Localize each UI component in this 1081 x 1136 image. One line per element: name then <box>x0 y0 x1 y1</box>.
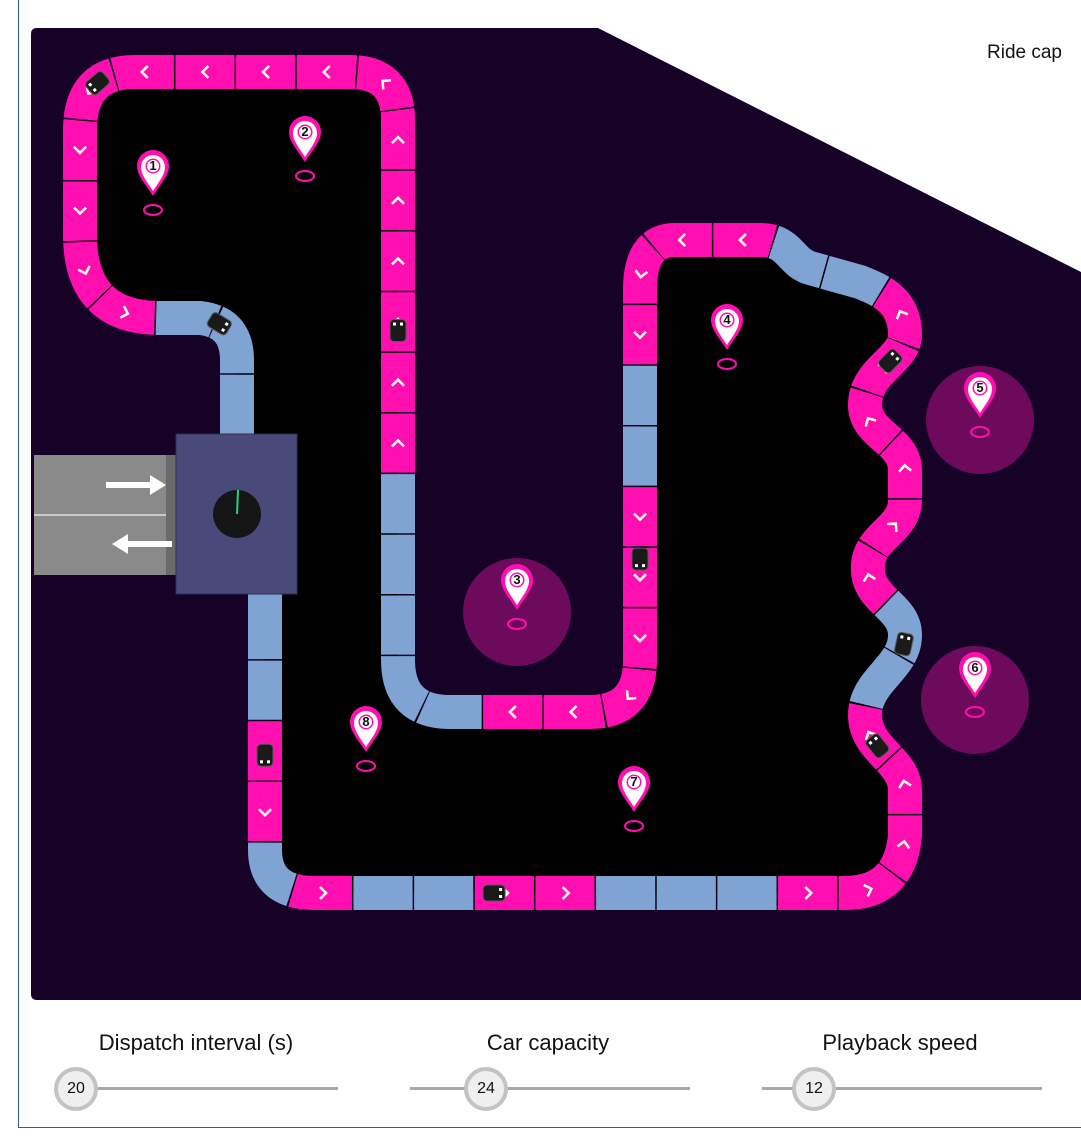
direction-chevron-icon <box>633 512 647 522</box>
playback-speed-label: Playback speed <box>822 1030 978 1055</box>
track-segment <box>63 55 923 910</box>
direction-chevron-icon <box>862 572 877 583</box>
direction-chevron-icon <box>738 233 747 247</box>
dispatch-interval-label: Dispatch interval (s) <box>98 1030 294 1055</box>
entry-exit-platform <box>34 455 178 575</box>
stop-target-ring <box>143 204 163 216</box>
stop-target-ring <box>970 426 990 438</box>
map-pin-icon[interactable]: 6 <box>959 652 991 698</box>
direction-chevron-icon <box>73 145 87 155</box>
direction-chevron-icon <box>677 233 687 247</box>
direction-chevron-icon <box>200 65 210 79</box>
direction-chevron-icon <box>321 65 331 79</box>
direction-chevron-icon <box>391 377 405 387</box>
map-pin-icon[interactable]: 4 <box>711 304 743 350</box>
playback-speed-slider[interactable]: Playback speed 12 <box>750 1030 1050 1120</box>
stop-target-ring <box>965 706 985 718</box>
stop-target-ring <box>295 170 315 182</box>
map-pin-icon[interactable]: 2 <box>289 116 321 162</box>
ride-car-icon <box>256 743 274 767</box>
direction-chevron-icon <box>258 808 272 818</box>
car-capacity-label: Car capacity <box>486 1030 610 1055</box>
map-pin-icon[interactable]: 8 <box>350 706 382 752</box>
stop-target-ring <box>507 618 527 630</box>
car-capacity-slider[interactable]: Car capacity 24 <box>398 1030 698 1120</box>
map-pin-icon[interactable]: 3 <box>501 564 533 610</box>
direction-chevron-icon <box>633 573 647 583</box>
stop-target-ring <box>356 760 376 772</box>
stop-zone <box>926 366 1034 474</box>
car-capacity-track[interactable] <box>410 1087 690 1090</box>
direction-chevron-icon <box>863 883 874 897</box>
ride-car-icon <box>482 884 506 902</box>
stop-target-ring <box>717 358 737 370</box>
stop-zone <box>463 558 571 666</box>
direction-chevron-icon <box>381 79 392 90</box>
stop-number: 8 <box>362 714 369 729</box>
ride-car-icon <box>631 547 649 571</box>
direction-chevron-icon <box>634 269 649 279</box>
direction-chevron-icon <box>625 690 637 701</box>
stop-number: 6 <box>971 660 978 675</box>
direction-chevron-icon <box>633 634 647 643</box>
direction-chevron-icon <box>633 330 647 340</box>
direction-chevron-icon <box>898 779 912 789</box>
dispatch-interval-slider[interactable]: Dispatch interval (s) 20 <box>46 1030 346 1120</box>
dispatch-interval-knob[interactable]: 20 <box>54 1067 98 1111</box>
direction-chevron-icon <box>261 65 270 79</box>
direction-chevron-icon <box>319 886 328 900</box>
direction-chevron-icon <box>561 886 571 900</box>
stop-number: 3 <box>513 572 520 587</box>
direction-chevron-icon <box>139 65 149 79</box>
direction-chevron-icon <box>508 705 517 719</box>
direction-chevron-icon <box>887 522 898 533</box>
stop-number: 4 <box>723 312 731 327</box>
direction-chevron-icon <box>864 416 877 427</box>
dispatch-timer-icon <box>213 489 261 538</box>
stop-target-ring <box>624 820 644 832</box>
map-pin-icon[interactable]: 1 <box>137 150 169 196</box>
simulation-frame <box>18 0 1081 1128</box>
direction-chevron-icon <box>804 886 814 900</box>
playback-speed-knob[interactable]: 12 <box>792 1067 836 1111</box>
direction-chevron-icon <box>895 309 909 320</box>
playback-speed-track[interactable] <box>762 1087 1042 1090</box>
direction-chevron-icon <box>391 195 405 205</box>
direction-chevron-icon <box>898 463 912 473</box>
exit-arrow-icon <box>112 534 172 554</box>
direction-chevron-icon <box>73 206 87 216</box>
direction-chevron-icon <box>77 265 91 276</box>
stop-markers: 1 2 3 4 5 6 7 8 <box>137 116 996 832</box>
dispatch-interval-track[interactable] <box>82 1087 338 1090</box>
map-pin-icon[interactable]: 5 <box>964 372 996 418</box>
ride-capacity-label: Ride cap <box>987 42 1062 63</box>
stop-zone <box>921 646 1029 754</box>
stop-number: 7 <box>630 774 637 789</box>
direction-chevron-icon <box>119 305 130 319</box>
entry-arrow-icon <box>106 475 166 495</box>
ride-car-icon <box>389 319 407 343</box>
stop-number: 5 <box>976 380 983 395</box>
direction-chevron-icon <box>391 256 405 266</box>
direction-chevron-icon <box>568 705 578 719</box>
map-pin-icon[interactable]: 7 <box>618 766 650 812</box>
direction-chevron-icon <box>391 135 405 144</box>
direction-chevron-icon <box>391 438 405 448</box>
car-capacity-knob[interactable]: 24 <box>464 1067 508 1111</box>
direction-chevron-icon <box>896 839 911 850</box>
stop-number: 1 <box>149 158 156 173</box>
stop-number: 2 <box>301 124 308 139</box>
